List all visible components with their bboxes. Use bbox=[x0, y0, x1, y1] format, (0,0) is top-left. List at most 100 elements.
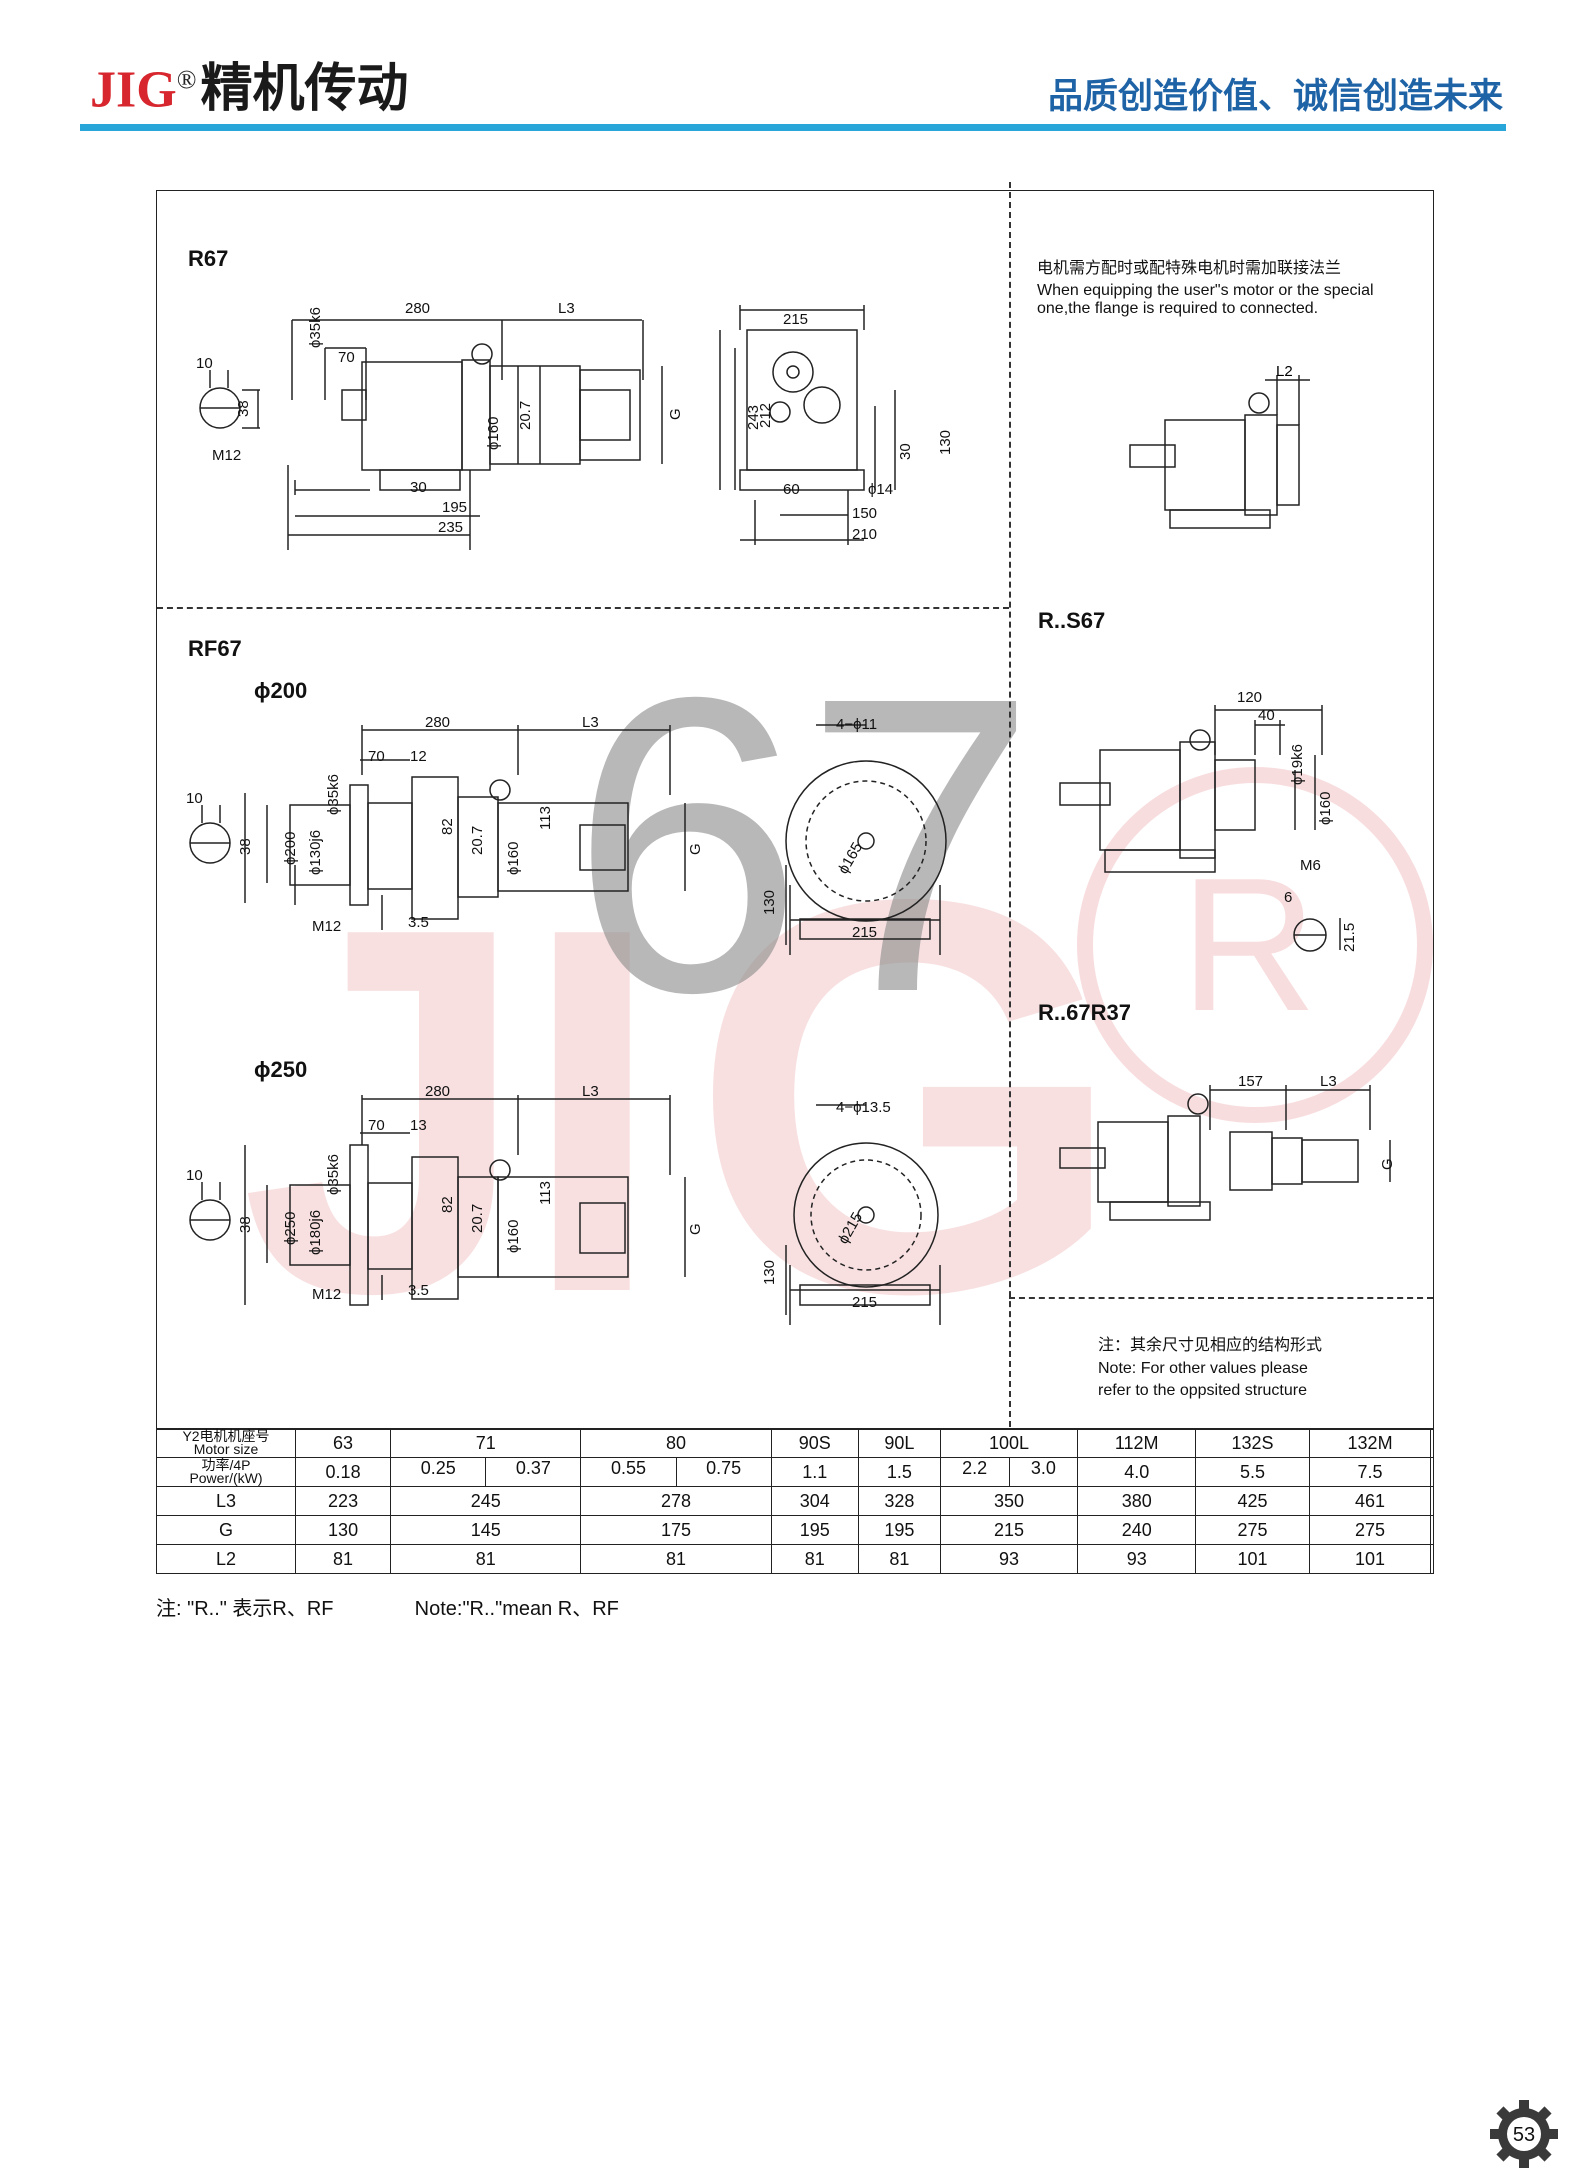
brand-name-cn: 精机传动 bbox=[200, 61, 409, 119]
r67-side-30: 30 bbox=[897, 443, 914, 460]
flange-note-cn: 电机需方配时或配特殊电机时需加联接法兰 bbox=[1037, 260, 1342, 277]
footnote: 注: "R.." 表示R、RF Note:"R.."mean R、RF bbox=[156, 1592, 619, 1621]
rf200-dim-113: 113 bbox=[537, 806, 554, 830]
r67-side-215: 215 bbox=[783, 311, 808, 328]
spec-table: Y2电机机座号 Motor size 63 71 80 90S 90L 100L… bbox=[156, 1428, 1434, 1574]
rf200-dim-holes: 4−ϕ11 bbox=[836, 716, 877, 733]
r67-dim-l3: L3 bbox=[558, 300, 575, 317]
rf250-dim-35: 3.5 bbox=[408, 1282, 429, 1299]
r67r37-dim-157: 157 bbox=[1238, 1073, 1263, 1090]
rs67-dim-shaft: ϕ19k6 bbox=[1289, 744, 1306, 785]
registered-mark: ® bbox=[176, 65, 197, 94]
flange-dim-l2: L2 bbox=[1276, 363, 1293, 380]
header-rule bbox=[80, 124, 1506, 131]
size-cell: 63 bbox=[294, 1428, 392, 1458]
footnote-cn: 注: "R.." 表示R、RF bbox=[156, 1598, 334, 1620]
r67r37-dim-l3: L3 bbox=[1320, 1073, 1337, 1090]
r67-side-60: 60 bbox=[783, 481, 800, 498]
rs67-title: R..S67 bbox=[1038, 608, 1106, 633]
table-row-motor-size: Y2电机机座号 Motor size 63 71 80 90S 90L 100L… bbox=[156, 1428, 1434, 1458]
rf200-dim-38: 38 bbox=[237, 838, 254, 855]
rf200-dim-82: 82 bbox=[439, 818, 456, 835]
r67-dim-g: G bbox=[667, 408, 684, 420]
brand-logo: JIG®精机传动 bbox=[90, 50, 408, 120]
rf67-phi250-drawing: 10 38 ϕ250 ϕ180j6 ϕ35k6 70 13 280 L3 82 … bbox=[186, 1085, 941, 1325]
power-cell: 7.5 bbox=[1308, 1457, 1432, 1487]
r67-dim-m12: M12 bbox=[212, 447, 241, 464]
rf250-dim-250: ϕ250 bbox=[282, 1212, 299, 1245]
row-label: G bbox=[156, 1515, 296, 1545]
rf200-dim-10: 10 bbox=[186, 790, 203, 807]
size-cell: 90L bbox=[857, 1428, 941, 1458]
rf250-dim-215: 215 bbox=[852, 1294, 877, 1311]
rf250-dim-holes: 4−ϕ13.5 bbox=[836, 1099, 891, 1116]
rf200-dim-m12: M12 bbox=[312, 918, 341, 935]
size-cell: 112M bbox=[1077, 1428, 1197, 1458]
rf200-dim-207: 20.7 bbox=[469, 826, 486, 855]
watermark-logo-j: J bbox=[240, 820, 529, 1401]
r67-dim-207: 20.7 bbox=[517, 401, 534, 430]
table-row-l2: L2 81 81 81 81 81 93 93 101 101 bbox=[156, 1544, 1434, 1574]
rf200-dim-200: ϕ200 bbox=[282, 832, 299, 865]
other-note-en2: refer to the oppsited structure bbox=[1098, 1382, 1307, 1399]
vertical-divider bbox=[1009, 182, 1011, 1427]
flange-note-en1: When equipping the user"s motor or the s… bbox=[1037, 282, 1374, 299]
rf250-dim-280: 280 bbox=[425, 1085, 450, 1100]
power-cell: 1.1 bbox=[770, 1457, 859, 1487]
rs67-dim-120: 120 bbox=[1237, 689, 1262, 706]
r67-side-210: 210 bbox=[852, 526, 877, 543]
brand-name-en: JIG bbox=[90, 61, 177, 119]
rf250-dim-82: 82 bbox=[439, 1196, 456, 1213]
size-cell: 71 bbox=[390, 1428, 582, 1458]
rf200-dim-215: 215 bbox=[852, 924, 877, 941]
r67-side-14: ϕ14 bbox=[868, 481, 893, 498]
rf250-dim-70: 70 bbox=[368, 1117, 385, 1134]
rs67-drawing: 120 40 ϕ19k6 ϕ160 M6 6 21.5 bbox=[1059, 689, 1358, 952]
watermark-model: 67 bbox=[570, 611, 1037, 1080]
power-cell: 5.5 bbox=[1195, 1457, 1310, 1487]
size-cell: 132S bbox=[1195, 1428, 1310, 1458]
rf250-dim-10: 10 bbox=[186, 1167, 203, 1184]
rs67-dim-40: 40 bbox=[1258, 707, 1275, 724]
rf67-phi250-title: ϕ250 bbox=[254, 1057, 308, 1082]
r67-dim-235: 235 bbox=[438, 519, 463, 536]
rf250-dim-13: 13 bbox=[410, 1117, 427, 1134]
r67-side-150: 150 bbox=[852, 505, 877, 522]
size-cell: 100L bbox=[939, 1428, 1079, 1458]
r67r37-dim-g: G bbox=[1379, 1158, 1396, 1170]
footnote-en: Note:"R.."mean R、RF bbox=[414, 1598, 619, 1620]
rs67-dim-215: 21.5 bbox=[1341, 923, 1358, 952]
r67-dim-70: 70 bbox=[338, 349, 355, 366]
page-number-gear-icon: 53 bbox=[1490, 2100, 1558, 2168]
rf250-dim-shaft: ϕ35k6 bbox=[325, 1154, 342, 1195]
other-note-en1: Note: For other values please bbox=[1098, 1360, 1308, 1377]
rf200-dim-130j6: ϕ130j6 bbox=[307, 830, 324, 875]
r67-dim-160: ϕ160 bbox=[485, 417, 502, 450]
r67-side-212: 212 bbox=[757, 403, 774, 428]
size-cell bbox=[1430, 1428, 1434, 1458]
row-label: L2 bbox=[156, 1544, 296, 1574]
rf250-dim-180j6: ϕ180j6 bbox=[307, 1210, 324, 1255]
r67-dim-10: 10 bbox=[196, 355, 213, 372]
r67-title: R67 bbox=[188, 246, 229, 271]
rf250-dim-130: 130 bbox=[761, 1260, 778, 1285]
rf250-dim-207: 20.7 bbox=[469, 1204, 486, 1233]
rs67-dim-m6: M6 bbox=[1300, 857, 1321, 874]
rf250-dim-g: G bbox=[687, 1223, 704, 1235]
rf67-title: RF67 bbox=[188, 636, 242, 661]
rf250-dim-113: 113 bbox=[537, 1181, 554, 1205]
header-power: 功率/4P Power/(kW) bbox=[156, 1457, 296, 1487]
page-number: 53 bbox=[1513, 2124, 1535, 2146]
r67r37-drawing: 157 L3 G bbox=[1059, 1073, 1396, 1221]
rf200-dim-160: ϕ160 bbox=[505, 842, 522, 875]
size-cell: 132M bbox=[1308, 1428, 1432, 1458]
table-row-g: G 130 145 175 195 195 215 240 275 275 bbox=[156, 1515, 1434, 1545]
rs67-dim-160: ϕ160 bbox=[1317, 792, 1334, 825]
flange-drawing: L2 bbox=[1129, 363, 1310, 529]
rf250-dim-m12: M12 bbox=[312, 1286, 341, 1303]
rf200-dim-130: 130 bbox=[761, 890, 778, 915]
rf200-dim-35: 3.5 bbox=[408, 914, 429, 931]
